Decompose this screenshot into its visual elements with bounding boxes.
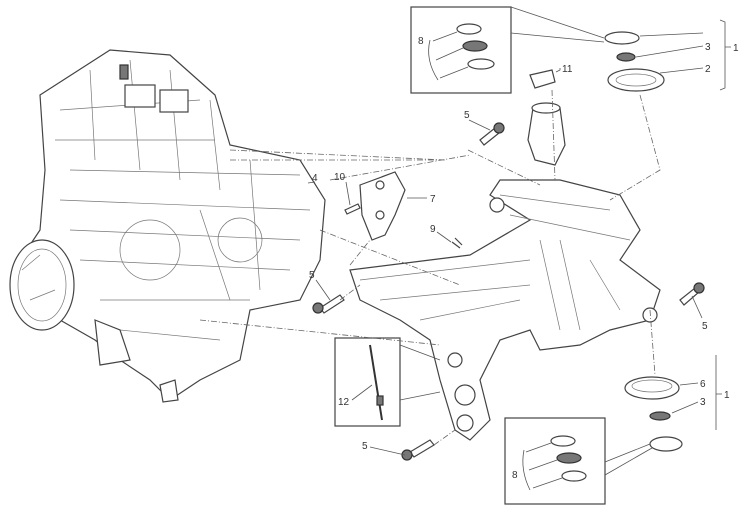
callout-5-right: 5 — [702, 321, 708, 332]
callout-4: 4 — [312, 173, 318, 184]
callout-10: 10 — [334, 172, 346, 183]
callout-8-top: 8 — [418, 36, 424, 47]
callout-3-top: 3 — [705, 42, 711, 53]
engine-illustration — [9, 49, 326, 403]
callout-5-top: 5 — [464, 110, 470, 121]
cable-tie-inset — [334, 337, 441, 427]
callout-labels: 1 2 3 8 11 5 7 9 4 10 5 5 6 3 1 8 12 5 — [309, 36, 739, 481]
bracket-part — [359, 171, 406, 241]
assembly-guide-lines — [199, 89, 661, 446]
callout-3-bottom: 3 — [700, 397, 706, 408]
frame-illustration — [349, 179, 661, 441]
bottom-inset-kit — [504, 417, 653, 505]
top-inset-kit — [410, 6, 605, 94]
callout-1-top: 1 — [733, 43, 739, 54]
callout-5-bottom: 5 — [362, 441, 368, 452]
steering-sensor-part — [527, 69, 566, 166]
callout-1-bottom: 1 — [724, 390, 730, 401]
bottom-head-bearing-set — [624, 376, 683, 452]
callout-leaders — [307, 19, 731, 456]
callout-12: 12 — [338, 397, 350, 408]
bolts — [312, 122, 705, 461]
callout-9: 9 — [430, 224, 436, 235]
callout-7: 7 — [430, 194, 436, 205]
callout-8-bottom: 8 — [512, 470, 518, 481]
callout-2: 2 — [705, 64, 711, 75]
callout-6: 6 — [700, 379, 706, 390]
top-head-bearing-set — [604, 31, 665, 92]
callout-11: 11 — [562, 64, 573, 75]
callout-5-left: 5 — [309, 270, 315, 281]
